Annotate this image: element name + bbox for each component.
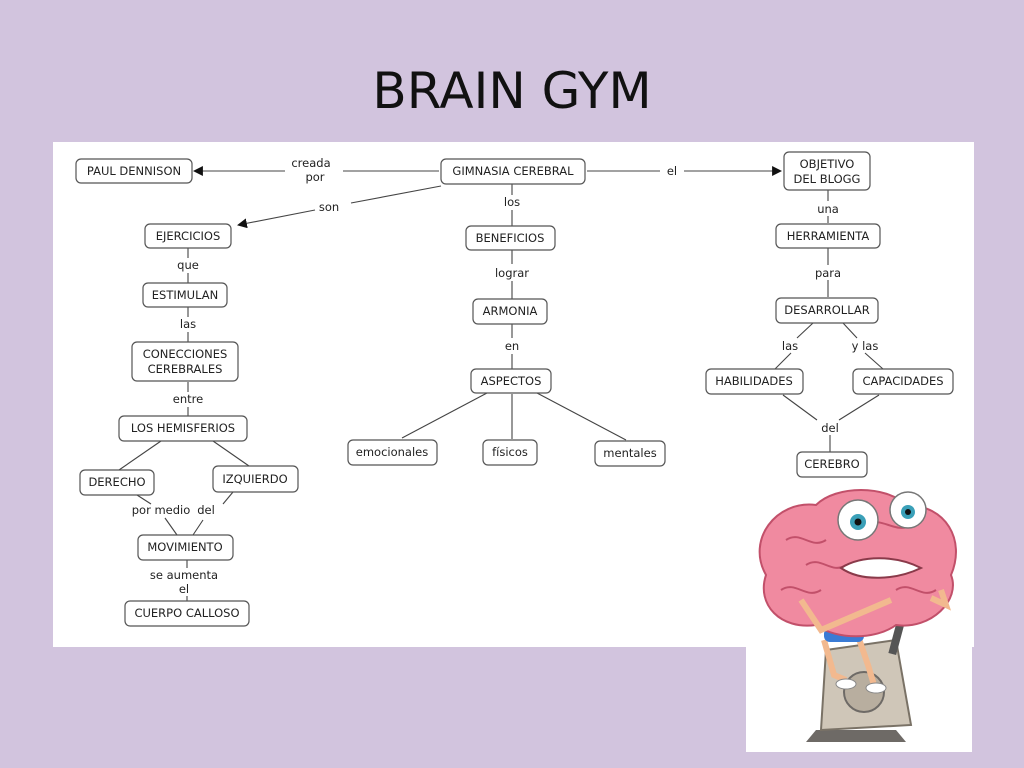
label-creada: creada [291,156,330,170]
node-cuerpo-calloso: CUERPO CALLOSO [124,600,250,627]
svg-text:HABILIDADES: HABILIDADES [715,374,793,388]
svg-text:DERECHO: DERECHO [88,475,145,489]
node-paul-dennison: PAUL DENNISON [75,158,193,184]
node-beneficios: BENEFICIOS [465,225,556,251]
svg-text:CAPACIDADES: CAPACIDADES [862,374,943,388]
label-una: una [817,202,839,216]
node-derecho: DERECHO [79,469,155,496]
concept-map: creada por el son los una que lograr par… [53,142,974,647]
label-que: que [177,258,199,272]
node-gimnasia-cerebral: GIMNASIA CEREBRAL [440,158,586,185]
svg-text:DEL BLOGG: DEL BLOGG [794,172,861,186]
label-lograr: lograr [495,266,529,280]
node-fisicos: físicos [482,439,538,466]
node-izquierdo: IZQUIERDO [212,465,299,493]
node-objetivo-del-blogg: OBJETIVO DEL BLOGG [783,151,871,191]
svg-text:EJERCICIOS: EJERCICIOS [156,229,221,243]
label-del-right: del [821,421,839,435]
svg-text:físicos: físicos [492,445,528,459]
node-conecciones-cerebrales: CONECCIONES CEREBRALES [131,341,239,382]
svg-text:IZQUIERDO: IZQUIERDO [222,472,287,486]
brain-exercising-illustration [746,480,972,752]
label-por: por [305,170,324,184]
slide-title: BRAIN GYM [372,62,652,120]
svg-text:BENEFICIOS: BENEFICIOS [476,231,545,245]
svg-text:emocionales: emocionales [356,445,428,459]
svg-text:CEREBRO: CEREBRO [804,457,859,471]
link-labels: creada por el son los una que lograr par… [132,156,879,596]
label-del-left: del [197,503,215,517]
edges [118,166,884,601]
label-las-right: las [782,339,798,353]
node-capacidades: CAPACIDADES [852,368,954,395]
label-y-las: y las [852,339,879,353]
node-ejercicios: EJERCICIOS [144,223,232,249]
svg-text:GIMNASIA CEREBRAL: GIMNASIA CEREBRAL [452,164,574,178]
label-en: en [505,339,519,353]
label-por-medio: por medio [132,503,191,517]
label-las-left: las [180,317,196,331]
node-emocionales: emocionales [347,439,438,466]
svg-text:CONECCIONES: CONECCIONES [143,347,228,361]
label-el: el [667,164,677,178]
svg-text:ASPECTOS: ASPECTOS [481,374,542,388]
concept-map-svg: creada por el son los una que lograr par… [75,151,954,627]
node-aspectos: ASPECTOS [470,368,552,394]
svg-text:LOS HEMISFERIOS: LOS HEMISFERIOS [131,421,235,435]
label-entre: entre [173,392,203,406]
svg-text:mentales: mentales [603,446,656,460]
node-armonia: ARMONIA [472,298,548,325]
node-los-hemisferios: LOS HEMISFERIOS [118,415,248,442]
node-movimiento: MOVIMIENTO [137,534,234,561]
svg-text:OBJETIVO: OBJETIVO [800,157,855,171]
label-los: los [504,195,520,209]
label-para: para [815,266,841,280]
brain-on-bike-icon [758,489,957,742]
svg-text:PAUL DENNISON: PAUL DENNISON [87,164,181,178]
svg-text:CEREBRALES: CEREBRALES [148,362,223,376]
svg-text:MOVIMIENTO: MOVIMIENTO [147,540,222,554]
node-estimulan: ESTIMULAN [142,282,228,308]
node-desarrollar: DESARROLLAR [775,297,879,324]
label-se-aumenta: se aumenta [150,568,218,582]
node-cerebro: CEREBRO [796,451,868,478]
svg-text:ESTIMULAN: ESTIMULAN [152,288,218,302]
node-mentales: mentales [594,440,666,467]
svg-text:ARMONIA: ARMONIA [483,304,538,318]
label-el-bottom: el [179,582,189,596]
node-herramienta: HERRAMIENTA [775,223,881,249]
svg-text:CUERPO CALLOSO: CUERPO CALLOSO [134,606,239,620]
node-habilidades: HABILIDADES [705,368,804,395]
svg-text:HERRAMIENTA: HERRAMIENTA [787,229,870,243]
svg-text:DESARROLLAR: DESARROLLAR [784,303,869,317]
label-son: son [319,200,339,214]
